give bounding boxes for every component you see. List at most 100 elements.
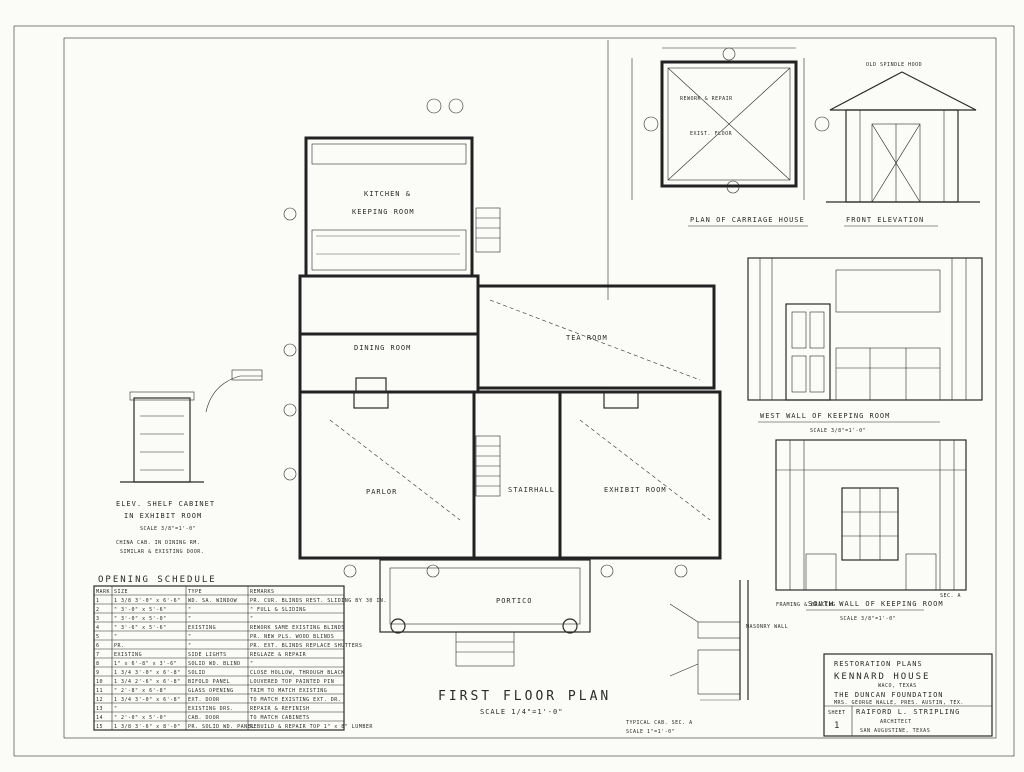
schedule-header: REMARKS xyxy=(250,589,275,595)
front-elevation-title: FRONT ELEVATION xyxy=(846,216,924,224)
schedule-cell: 1 3/8 3'-0" x 6'-6" xyxy=(114,598,181,604)
framing-bracing-note: FRAMING & BRACING xyxy=(776,602,836,608)
schedule-header: SIZE xyxy=(114,589,128,595)
schedule-cell: REBUILD & REPAIR TOP 1" x 8" LUMBER xyxy=(250,724,373,730)
first-floor-plan xyxy=(283,98,722,667)
parlor-label: PARLOR xyxy=(366,488,397,496)
portico-label: PORTICO xyxy=(496,597,533,605)
schedule-cell: TRIM TO MATCH EXISTING xyxy=(250,688,327,694)
old-spindle-hood-note: OLD SPINDLE HOOD xyxy=(866,62,922,68)
schedule-cell: CLOSE HOLLOW, THROUGH BLACK xyxy=(250,670,345,676)
schedule-cell: 5 xyxy=(96,634,100,640)
west-wall-scale: SCALE 3/8"=1'-0" xyxy=(810,428,866,434)
west-wall-title: WEST WALL OF KEEPING ROOM xyxy=(760,412,890,420)
schedule-cell: PR. SOLID WD. PANEL xyxy=(188,724,255,730)
kitchen-label: KITCHEN & xyxy=(364,190,411,198)
sheet-number: 1 xyxy=(834,721,841,731)
elev-shelf-cabinet-title: ELEV. SHELF CABINET xyxy=(116,500,215,508)
schedule-cell: " xyxy=(114,706,118,712)
schedule-cell: 11 xyxy=(96,688,103,694)
schedule-cell: LOUVERED TOP PAINTED PIN xyxy=(250,679,334,685)
schedule-cell: 10 xyxy=(96,679,103,685)
carriage-house-front-elevation xyxy=(826,71,980,203)
schedule-cell: 8 xyxy=(96,661,100,667)
schedule-cell: 6 xyxy=(96,643,100,649)
schedule-cell: 2 xyxy=(96,607,100,613)
schedule-cell: 13 xyxy=(96,706,103,712)
schedule-cell: 1 3/4 3'-0" x 6'-8" xyxy=(114,670,181,676)
svg-text:REWORK & REPAIR: REWORK & REPAIR xyxy=(680,96,733,102)
schedule-cell: " xyxy=(114,634,118,640)
schedule-cell: REWORK SAME EXISTING BLINDS xyxy=(250,625,345,631)
schedule-cell: SOLID xyxy=(188,670,206,676)
schedule-header: TYPE xyxy=(188,589,202,595)
south-wall-elevation xyxy=(775,439,967,591)
schedule-cell: CAB. DOOR xyxy=(188,715,220,721)
schedule-cell: " xyxy=(188,634,192,640)
sheet-label: SHEET xyxy=(828,710,846,716)
schedule-cell: PR. xyxy=(114,643,125,649)
svg-text:EXIST. FLOOR: EXIST. FLOOR xyxy=(690,131,733,137)
carriage-house-plan: REWORK & REPAIR EXIST. FLOOR xyxy=(631,47,830,200)
schedule-cell: " xyxy=(250,616,254,622)
exhibit-room-label: EXHIBIT ROOM xyxy=(604,486,667,494)
schedule-cell: EXISTING xyxy=(114,652,142,658)
schedule-cell: 9 xyxy=(96,670,100,676)
elev-shelf-cabinet-scale: SCALE 3/8"=1'-0" xyxy=(140,526,196,532)
typical-cabinet-section xyxy=(669,580,749,701)
opening-schedule-title: OPENING SCHEDULE xyxy=(98,575,217,585)
title-president: MRS. GEORGE NALLE, PRES. AUSTIN, TEX. xyxy=(834,700,964,706)
schedule-cell: " xyxy=(188,607,192,613)
sec-a-marker: SEC. A xyxy=(940,593,961,599)
outer-border xyxy=(13,25,1015,757)
schedule-cell: 12 xyxy=(96,697,103,703)
schedule-cell: 1 3/8 3'-6" x 8'-0" xyxy=(114,724,181,730)
schedule-cell: 1 3/4 2'-6" x 6'-8" xyxy=(114,679,181,685)
schedule-cell: " 3'-6" x 5'-6" xyxy=(114,625,167,631)
schedule-cell: WD. SA. WINDOW xyxy=(188,598,238,604)
schedule-header: MARK xyxy=(96,589,110,595)
schedule-cell: PR. CUR. BLINDS REST. SLIDING BY 30 IN. xyxy=(250,598,387,604)
china-cab-note-2: SIMILAR & EXISTING DOOR. xyxy=(120,549,204,555)
schedule-cell: REPAIR & REFINISH xyxy=(250,706,310,712)
schedule-cell: 14 xyxy=(96,715,103,721)
schedule-cell: PR. EXT. BLINDS REPLACE SHUTTERS xyxy=(250,643,362,649)
schedule-cell: " FULL & SLIDING xyxy=(250,607,306,613)
schedule-cell: 7 xyxy=(96,652,100,658)
schedule-cell: 3 xyxy=(96,616,100,622)
inner-border xyxy=(63,37,997,739)
title-location: WACO, TEXAS xyxy=(878,683,917,689)
typical-cab-scale: SCALE 1"=1'-0" xyxy=(626,729,675,735)
schedule-cell: " 3'-0" x 5'-0" xyxy=(114,616,167,622)
masonry-wall-note: MASONRY WALL xyxy=(746,624,788,630)
schedule-cell: 1 xyxy=(96,598,100,604)
tea-room-label: TEA ROOM xyxy=(566,334,608,342)
schedule-cell: 4 xyxy=(96,625,100,631)
schedule-cell: EXISTING DRS. xyxy=(188,706,234,712)
stairs xyxy=(475,207,501,497)
dining-room-label: DINING ROOM xyxy=(354,344,411,352)
schedule-cell: 1" x 6'-8" x 3'-6" xyxy=(114,661,177,667)
schedule-cell: GLASS OPENING xyxy=(188,688,234,694)
south-wall-scale: SCALE 3/8"=1'-0" xyxy=(840,616,896,622)
architect-city: SAN AUGUSTINE, TEXAS xyxy=(860,728,930,734)
schedule-cell: " 2'-8" x 6'-8" xyxy=(114,688,167,694)
elev-shelf-cabinet-subtitle: IN EXHIBIT ROOM xyxy=(124,512,202,520)
schedule-cell: REGLAZE & REPAIR xyxy=(250,652,307,658)
schedule-cell: " 3'-0" x 5'-6" xyxy=(114,607,167,613)
schedule-cell: " xyxy=(188,616,192,622)
schedule-cell: 15 xyxy=(96,724,103,730)
plan-carriage-house-title: PLAN OF CARRIAGE HOUSE xyxy=(690,216,805,224)
title-foundation: THE DUNCAN FOUNDATION xyxy=(834,691,944,699)
china-cab-note-1: CHINA CAB. IN DINING RM. xyxy=(116,540,200,546)
schedule-cell: TO MATCH EXISTING EXT. DR. xyxy=(250,697,341,703)
schedule-cell: SIDE LIGHTS xyxy=(188,652,227,658)
title-kennard-house: KENNARD HOUSE xyxy=(834,672,930,682)
schedule-cell: SOLID WD. BLIND xyxy=(188,661,241,667)
architect-name: RAIFORD L. STRIPLING xyxy=(856,708,960,716)
schedule-cell: EXISTING xyxy=(188,625,216,631)
schedule-cell: EXT. DOOR xyxy=(188,697,220,703)
opening-schedule-table: MARK SIZE TYPE REMARKS 1 1 3/8 3'-0" x 6'-6" W… xyxy=(93,585,387,731)
first-floor-plan-title: FIRST FLOOR PLAN xyxy=(438,689,611,704)
